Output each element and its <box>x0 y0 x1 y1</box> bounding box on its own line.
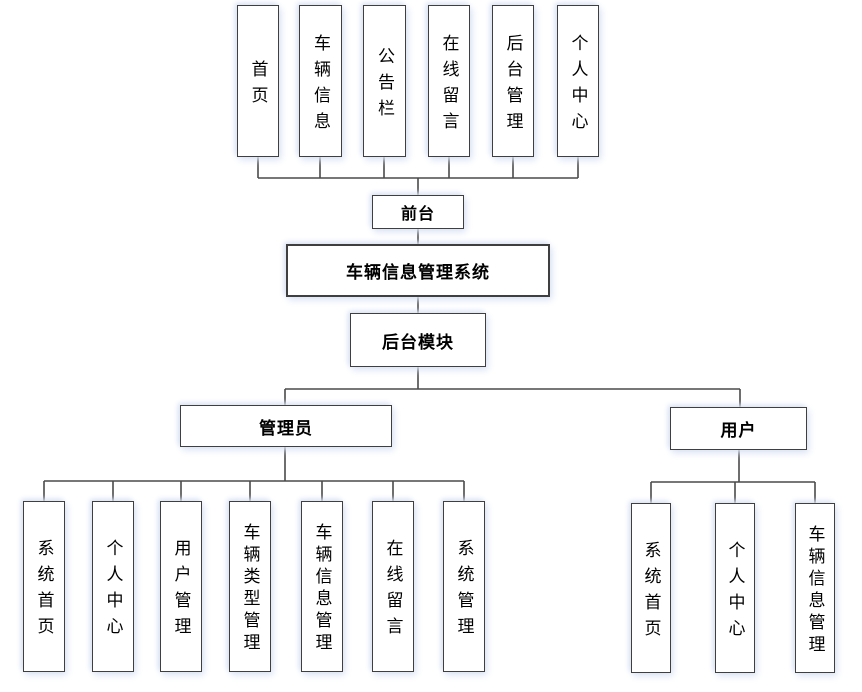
node-admin-label: 管理员 <box>259 418 313 438</box>
node-admin-user-management: 用户管理 <box>160 501 202 672</box>
node-user-system-home-label: 系统首页 <box>641 540 661 645</box>
node-home: 首页 <box>237 5 279 157</box>
node-online-message-front: 在线留言 <box>428 5 470 157</box>
node-backend-management-label: 后台管理 <box>503 33 523 138</box>
node-admin-vehicle-type-management: 车辆类型管理 <box>229 501 271 672</box>
node-admin-system-home: 系统首页 <box>23 501 65 672</box>
node-online-message-front-label: 在线留言 <box>439 33 459 138</box>
node-personal-center-front-label: 个人中心 <box>568 33 588 138</box>
node-admin-personal-center: 个人中心 <box>92 501 134 672</box>
node-admin: 管理员 <box>180 405 392 447</box>
node-system-root: 车辆信息管理系统 <box>286 244 550 297</box>
node-backend-module: 后台模块 <box>350 313 486 367</box>
node-backend-module-label: 后台模块 <box>382 332 454 352</box>
node-backend-management: 后台管理 <box>492 5 534 157</box>
node-personal-center-front: 个人中心 <box>557 5 599 157</box>
node-system-root-label: 车辆信息管理系统 <box>346 263 490 282</box>
node-user-personal-center-label: 个人中心 <box>725 540 745 645</box>
node-user-personal-center: 个人中心 <box>715 503 755 673</box>
node-admin-online-message: 在线留言 <box>372 501 414 672</box>
node-home-label: 首页 <box>248 59 268 112</box>
node-front-stage-label: 前台 <box>400 206 435 223</box>
node-vehicle-info-label: 车辆信息 <box>311 33 330 138</box>
node-user: 用户 <box>670 407 807 450</box>
node-admin-vehicle-info-management: 车辆信息管理 <box>301 501 343 672</box>
node-admin-system-home-label: 系统首页 <box>34 539 54 643</box>
node-user-vehicle-info-management-label: 车辆信息管理 <box>805 524 825 657</box>
node-admin-user-management-label: 用户管理 <box>171 539 191 643</box>
node-admin-personal-center-label: 个人中心 <box>103 539 123 643</box>
node-admin-system-management: 系统管理 <box>443 501 485 672</box>
node-admin-vehicle-info-management-label: 车辆信息管理 <box>312 523 332 655</box>
node-admin-vehicle-type-management-label: 车辆类型管理 <box>240 523 260 655</box>
node-bulletin-board-label: 公告栏 <box>375 46 394 125</box>
node-front-stage: 前台 <box>372 195 464 229</box>
node-user-system-home: 系统首页 <box>631 503 671 673</box>
node-bulletin-board: 公告栏 <box>363 5 406 157</box>
node-admin-system-management-label: 系统管理 <box>454 539 474 643</box>
node-user-vehicle-info-management: 车辆信息管理 <box>795 503 835 673</box>
node-vehicle-info: 车辆信息 <box>299 5 342 157</box>
node-user-label: 用户 <box>720 421 757 440</box>
node-admin-online-message-label: 在线留言 <box>383 539 403 643</box>
connector-path <box>43 157 816 503</box>
